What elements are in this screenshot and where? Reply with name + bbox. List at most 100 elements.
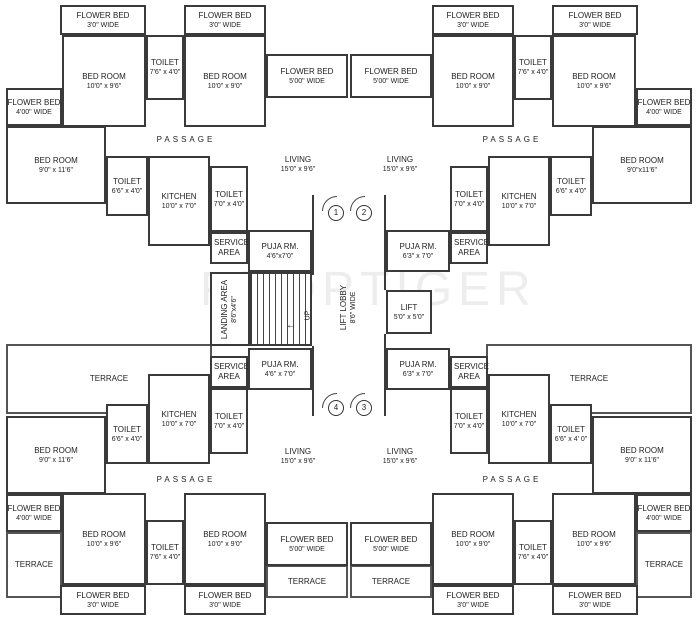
- kitchen-dimensions: 10'0" x 7'0": [161, 202, 197, 210]
- flower-bed-b-label: FLOWER BED: [446, 10, 500, 20]
- flower-bed-a-label: FLOWER BED: [568, 590, 622, 600]
- flower-bed-side-dimensions: 4'00" WIDE: [646, 514, 682, 522]
- terrace-living-label: TERRACE: [371, 576, 411, 586]
- bottom-right-terrace-living: TERRACE: [350, 565, 432, 598]
- toilet-2-dimensions: 6'6" x 4'0": [111, 187, 143, 195]
- entrance-number-2[interactable]: 2: [356, 205, 372, 221]
- flower-bed-living-dimensions: 5'00" WIDE: [289, 77, 325, 85]
- passage-label: PASSAGE: [156, 135, 216, 144]
- bottom-left-service-area: SERVICE AREA: [210, 356, 249, 388]
- terrace-side-label: TERRACE: [644, 560, 684, 569]
- flower-bed-side-label: FLOWER BED: [7, 503, 61, 513]
- flower-bed-side-dimensions: 4'00" WIDE: [16, 514, 52, 522]
- lobby-wall: [312, 346, 314, 416]
- flower-bed-b-label: FLOWER BED: [446, 590, 500, 600]
- terrace-main-label: TERRACE: [89, 374, 129, 383]
- top-right-service-area: SERVICE AREA: [450, 232, 489, 264]
- terrace-living-label: TERRACE: [287, 576, 327, 586]
- toilet-1-label: TOILET: [519, 58, 547, 67]
- entrance-number-4[interactable]: 4: [328, 400, 344, 416]
- top-right-puja: PUJA RM.6'3" x 7'0": [386, 230, 450, 272]
- puja-label: PUJA RM.: [261, 241, 299, 251]
- lobby-wall: [384, 195, 386, 290]
- bedroom-1-dimensions: 10'0" x 9'6": [576, 82, 612, 90]
- toilet-1-label: TOILET: [151, 543, 179, 552]
- flower-bed-b-dimensions: 3'0" WIDE: [209, 601, 241, 609]
- living-label: LIVING: [386, 154, 414, 164]
- toilet-3-label: TOILET: [215, 411, 243, 421]
- flower-bed-a-dimensions: 3'0" WIDE: [87, 21, 119, 29]
- toilet-2-dimensions: 6'6" x 4' 0": [554, 435, 588, 443]
- puja-dimensions: 6'3" x 7'0": [402, 370, 434, 378]
- terrace-main-label: TERRACE: [569, 374, 609, 383]
- bedroom-3-label: BED ROOM: [34, 155, 78, 165]
- passage-label: PASSAGE: [156, 475, 216, 484]
- flower-bed-living-label: FLOWER BED: [280, 534, 334, 544]
- kitchen-label: KITCHEN: [161, 409, 197, 419]
- entrance-number-3[interactable]: 3: [356, 400, 372, 416]
- toilet-3-dimensions: 7'0" x 4'0": [213, 200, 245, 208]
- living-label: LIVING: [386, 446, 414, 456]
- bedroom-3-label: BED ROOM: [34, 445, 78, 455]
- bedroom-2-dimensions: 10'0" x 9'0": [207, 82, 243, 90]
- bedroom-2-label: BED ROOM: [203, 529, 247, 539]
- bedroom-1-label: BED ROOM: [82, 529, 126, 539]
- puja-label: PUJA RM.: [261, 359, 299, 369]
- toilet-1-dimensions: 7'6" x 4'0": [149, 554, 181, 561]
- toilet-1-dimensions: 7'6" x 4'0": [149, 69, 181, 76]
- bedroom-3-dimensions: 9'0" x 11'6": [39, 166, 73, 174]
- staircase: [250, 272, 312, 346]
- top-right-passage: PASSAGE: [432, 126, 592, 154]
- toilet-2-label: TOILET: [113, 176, 141, 186]
- living-dimensions: 15'0" x 9'6": [280, 457, 316, 465]
- toilet-3-dimensions: 7'0" x 4'0": [453, 422, 485, 430]
- top-left-passage: PASSAGE: [106, 126, 266, 154]
- bedroom-1-dimensions: 10'0" x 9'6": [576, 540, 612, 548]
- lobby-wall: [312, 195, 314, 275]
- lobby-wall: [384, 334, 386, 416]
- terrace-side-label: TERRACE: [14, 560, 54, 569]
- bedroom-3-dimensions: 9'0" x 11'6": [39, 456, 73, 464]
- bedroom-2-dimensions: 10'0" x 9'0": [207, 540, 243, 548]
- living-dimensions: 15'0" x 9'6": [280, 165, 316, 173]
- entrance-number-1[interactable]: 1: [328, 205, 344, 221]
- bedroom-1-dimensions: 10'0" x 9'6": [86, 540, 122, 548]
- flower-bed-living-dimensions: 5'00" WIDE: [373, 545, 409, 553]
- lift-dimensions: 5'0" x 5'0": [393, 313, 425, 321]
- kitchen-dimensions: 10'0" x 7'0": [161, 420, 197, 428]
- kitchen-label: KITCHEN: [501, 191, 537, 201]
- toilet-1-label: TOILET: [519, 543, 547, 552]
- bedroom-3-dimensions: 9'0" x 11'6": [625, 456, 659, 464]
- puja-label: PUJA RM.: [399, 241, 437, 251]
- living-dimensions: 15'0" x 9'6": [382, 457, 418, 465]
- flower-bed-a-label: FLOWER BED: [76, 10, 130, 20]
- lift-lobby-dimensions: 8'6" WIDE: [350, 291, 358, 324]
- top-left-puja: PUJA RM.4'6"x7'0": [248, 230, 312, 272]
